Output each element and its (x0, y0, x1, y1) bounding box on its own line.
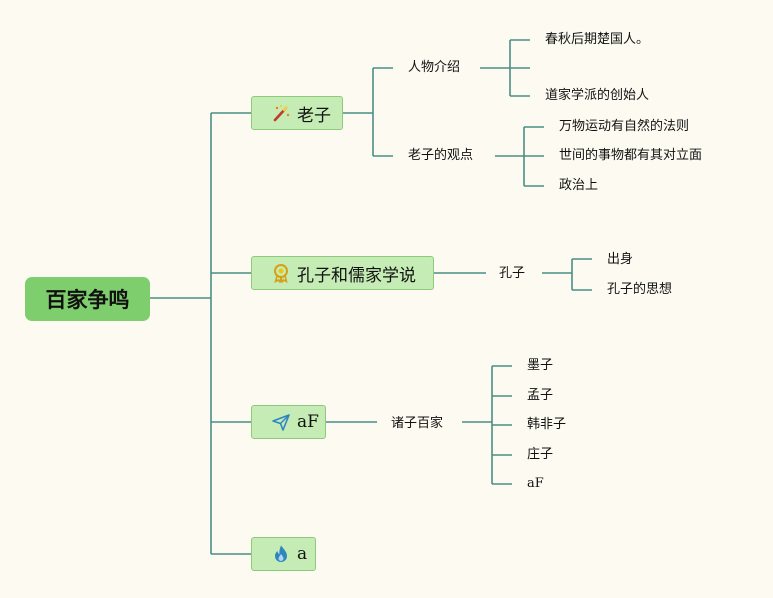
branch-laozi[interactable]: 老子 (251, 96, 343, 130)
leaf-topic[interactable]: 世间的事物都有其对立面 (559, 148, 703, 163)
award-medal-icon (270, 262, 292, 284)
branch-confucius[interactable]: 孔子和儒家学说 (251, 256, 434, 290)
root-topic[interactable]: 百家争鸣 (25, 277, 150, 321)
leaf-topic[interactable]: 政治上 (559, 178, 599, 193)
leaf-topic[interactable]: aF (527, 476, 544, 491)
branch-label: aF (297, 412, 319, 432)
topic-kongzi[interactable]: 孔子 (499, 266, 526, 281)
leaf-topic[interactable]: 万物运动有自然的法则 (559, 119, 690, 134)
leaf-topic[interactable]: 出身 (607, 252, 634, 267)
paper-plane-icon (270, 411, 292, 433)
branch-af[interactable]: aF (251, 405, 326, 439)
topic-hundred-schools[interactable]: 诸子百家 (391, 416, 444, 431)
leaf-topic[interactable]: 墨子 (527, 358, 554, 373)
topic-intro[interactable]: 人物介绍 (408, 60, 461, 75)
leaf-topic[interactable]: 孔子的思想 (607, 282, 673, 297)
leaf-topic[interactable]: 韩非子 (527, 417, 567, 432)
magic-wand-icon (270, 102, 292, 124)
flame-icon (270, 543, 292, 565)
leaf-topic[interactable]: 道家学派的创始人 (545, 88, 650, 103)
leaf-topic[interactable]: 春秋后期楚国人。 (545, 32, 650, 47)
branch-label: 孔子和儒家学说 (297, 265, 416, 286)
leaf-topic[interactable]: 孟子 (527, 388, 554, 403)
leaf-topic[interactable]: 庄子 (527, 447, 554, 462)
topic-views[interactable]: 老子的观点 (408, 148, 474, 163)
branch-label: 老子 (297, 105, 331, 126)
branch-a[interactable]: a (251, 537, 316, 571)
branch-label: a (297, 544, 308, 564)
